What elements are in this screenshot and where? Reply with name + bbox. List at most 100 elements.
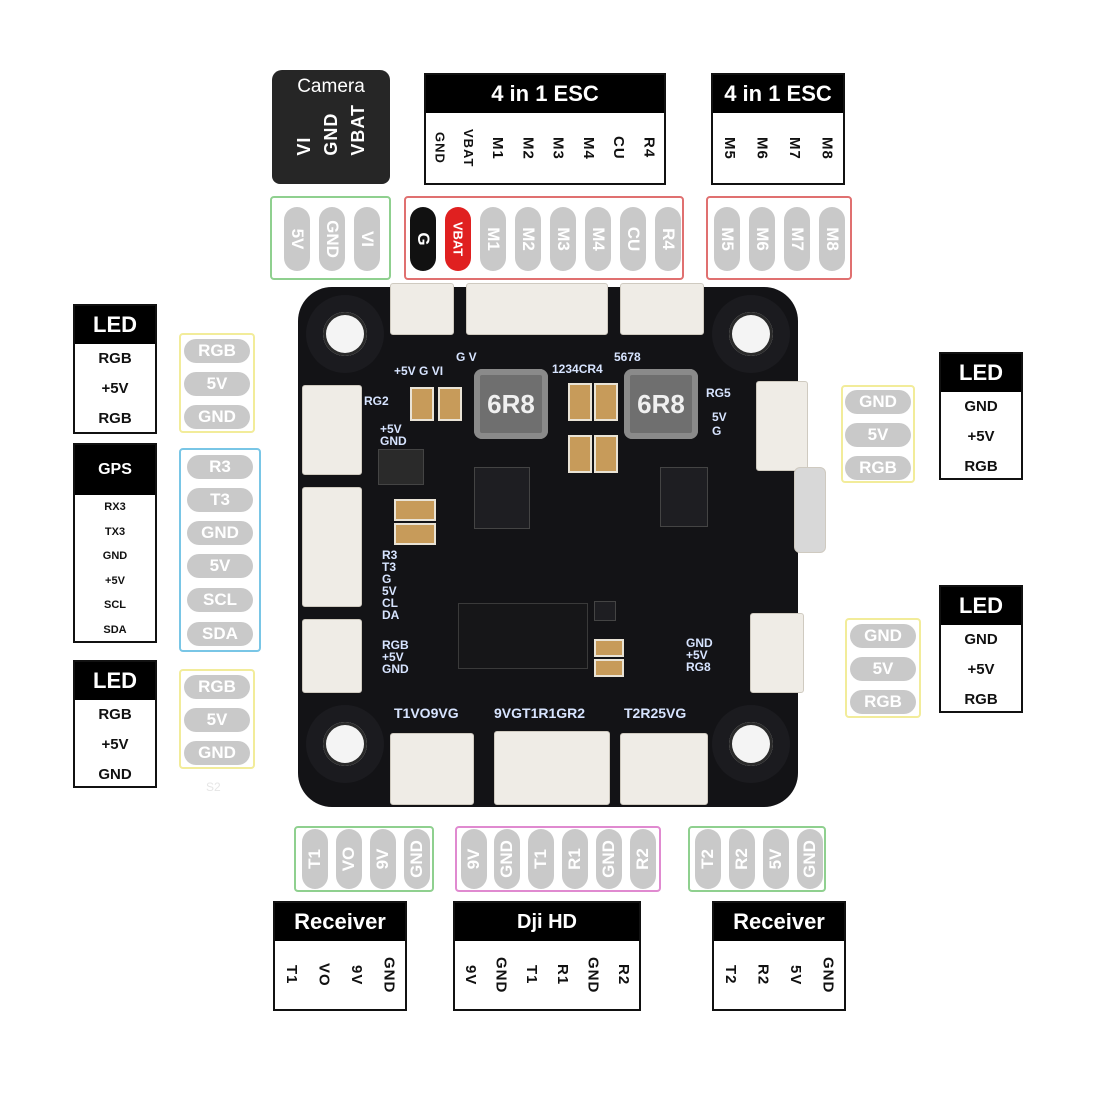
camera-pad-vi: VI (354, 207, 380, 271)
gps-pad-gnd: GND (187, 521, 253, 545)
camera-pin-gnd: GND (320, 112, 341, 156)
esc1-pin: M1 (489, 136, 507, 160)
esc1-label-card: 4 in 1 ESC GND VBAT M1 M2 M3 M4 CU R4 (424, 73, 666, 185)
dji-hd-title: Dji HD (455, 903, 639, 941)
receiver-left-card: Receiver T1 VO 9V GND (273, 901, 407, 1011)
silk-top-gv: G V (456, 350, 477, 364)
receiver-left-pin: VO (315, 963, 333, 987)
esc1-pad-group: G VBAT M1 M2 M3 M4 CU R4 (404, 196, 684, 280)
esc1-pin: GND (432, 132, 448, 164)
esc1-pad-vbat: VBAT (445, 207, 471, 271)
led-left-bottom-pad-rgb: RGB (184, 675, 250, 699)
esc1-pad-m1: M1 (480, 207, 506, 271)
dji-hd-pin: GND (584, 956, 602, 994)
led-left-bottom-card: LED RGB +5V GND (73, 660, 157, 788)
silk-led-right-bottom-rg8: RG8 (686, 660, 711, 674)
gps-pin: SCL (104, 599, 126, 611)
small-chip (594, 601, 616, 621)
mount-hole-top-right (712, 295, 790, 373)
capacitor (594, 435, 618, 473)
connector-gps (302, 487, 362, 607)
dji-hd-pin: R2 (615, 964, 633, 986)
led-left-top-title: LED (75, 306, 155, 344)
receiver-right-pin: 5V (786, 964, 804, 986)
silk-led-right-bottom-gnd: GND (686, 636, 713, 650)
esc1-pad-m3: M3 (550, 207, 576, 271)
led-right-top-pad-rgb: RGB (845, 456, 911, 480)
esc1-pad-g: G (410, 207, 436, 271)
camera-label-card: Camera VI GND VBAT (272, 70, 390, 184)
silk-rg2: RG2 (364, 394, 389, 408)
led-left-bottom-pad-group: RGB 5V GND (179, 669, 255, 769)
receiver-right-pin: R2 (754, 964, 772, 986)
led-right-bottom-title: LED (941, 587, 1021, 625)
led-right-bottom-card: LED GND +5V RGB (939, 585, 1023, 713)
led-left-top-pad-rgb: RGB (184, 339, 250, 363)
gps-pin: RX3 (104, 501, 126, 513)
dji-hd-card: Dji HD 9V GND T1 R1 GND R2 (453, 901, 641, 1011)
led-left-bottom-note: S2 (206, 780, 221, 794)
led-left-top-pad-5v: 5V (184, 372, 250, 396)
capacitor (410, 387, 434, 421)
dji-hd-pin: 9V (461, 964, 479, 986)
receiver-left-pad-9v: 9V (370, 829, 396, 889)
osd-chip (458, 603, 588, 669)
silk-gps-r3: R3 (382, 548, 398, 562)
esc1-pin: M4 (579, 136, 597, 160)
silk-left-5v: +5V (380, 422, 402, 436)
inductor-right: 6R8 (624, 369, 698, 439)
receiver-left-title: Receiver (275, 903, 405, 941)
receiver-left-pad-vo: VO (336, 829, 362, 889)
led-right-top-pad-5v: 5V (845, 423, 911, 447)
gps-pin: SDA (103, 623, 127, 636)
esc2-pad-m6: M6 (749, 207, 775, 271)
esc2-pad-m5: M5 (714, 207, 740, 271)
dji-hd-pin: GND (492, 956, 510, 994)
silk-gps-cl: CL (382, 596, 398, 610)
receiver-right-pad-gnd: GND (797, 829, 823, 889)
gps-pin: +5V (105, 574, 125, 587)
dji-hd-pad-r1: R1 (562, 829, 588, 889)
silk-top-left: +5V G VI (394, 364, 444, 378)
capacitor (594, 659, 624, 677)
camera-pin-vi: VI (293, 136, 314, 156)
esc2-pad-group: M5 M6 M7 M8 (706, 196, 852, 280)
dji-hd-pad-r2: R2 (630, 829, 656, 889)
led-left-bottom-pin: RGB (98, 706, 132, 723)
silk-led-right-bottom-5v: +5V (686, 648, 708, 662)
usb-port (794, 467, 826, 553)
esc2-pin: M8 (818, 136, 836, 160)
capacitor (594, 639, 624, 657)
camera-pad-5v: 5V (284, 207, 310, 271)
led-right-bottom-pin: GND (964, 631, 998, 648)
esc1-pin: R4 (640, 137, 658, 159)
led-right-bottom-pad-rgb: RGB (850, 690, 916, 714)
receiver-right-pad-group: T2 R2 5V GND (688, 826, 826, 892)
led-left-bottom-pad-gnd: GND (184, 741, 250, 765)
silk-gps-da: DA (382, 608, 400, 622)
regulator-chip (378, 449, 424, 485)
receiver-right-pad-r2: R2 (729, 829, 755, 889)
silk-bottom-left: T1VO9VG (394, 705, 459, 721)
dji-hd-pin: T1 (523, 965, 541, 985)
silk-top-esc2: 5678 (614, 350, 641, 364)
esc2-label-card: 4 in 1 ESC M5 M6 M7 M8 (711, 73, 845, 185)
gps-pad-5v: 5V (187, 554, 253, 578)
esc1-pad-m2: M2 (515, 207, 541, 271)
led-left-bottom-title: LED (75, 662, 155, 700)
silk-gps-5v: 5V (382, 584, 397, 598)
esc1-pin: M3 (549, 136, 567, 160)
camera-pad-gnd: GND (319, 207, 345, 271)
capacitor (568, 383, 592, 421)
led-right-top-pin: GND (964, 398, 998, 415)
led-right-top-pad-gnd: GND (845, 390, 911, 414)
esc1-pin: M2 (519, 136, 537, 160)
led-right-bottom-pad-group: GND 5V RGB (845, 618, 921, 718)
gps-pin: GND (102, 550, 128, 562)
connector-led-left-bottom (302, 619, 362, 693)
capacitor (394, 523, 436, 545)
connector-led-right-top (756, 381, 808, 471)
silk-top-esc: 1234CR4 (552, 362, 603, 376)
receiver-right-card: Receiver T2 R2 5V GND (712, 901, 846, 1011)
gps-pad-sda: SDA (187, 622, 253, 646)
